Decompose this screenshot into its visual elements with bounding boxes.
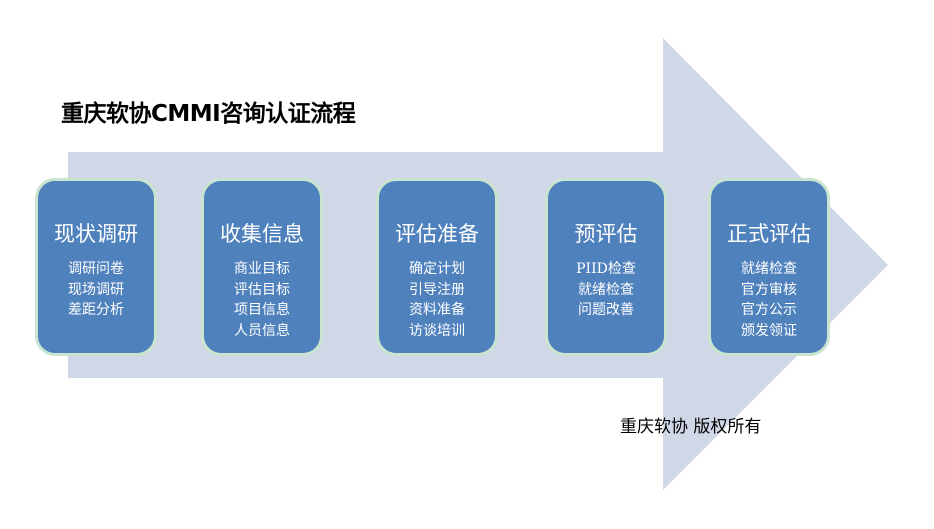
step-title: 预评估 [574,222,638,246]
step-box-5: 正式评估 就绪检查 官方审核 官方公示 颁发领证 [708,178,830,356]
step-box-4: 预评估 PIID检查 就绪检查 问题改善 [545,178,667,356]
page-title: 重庆软协CMMI咨询认证流程 [61,101,356,127]
step-item: PIID检查 [576,261,636,277]
step-item: 商业目标 [234,261,290,277]
step-item: 官方公示 [741,302,797,318]
step-item: 访谈培训 [409,322,465,339]
step-item: 官方审核 [741,281,797,298]
step-title: 收集信息 [220,222,304,246]
step-item: 项目信息 [234,302,290,318]
step-item: 问题改善 [578,302,634,318]
step-item: 资料准备 [409,302,465,318]
step-item: 调研问卷 [68,261,124,277]
step-item: 现场调研 [68,281,124,298]
step-item: 人员信息 [234,322,290,339]
step-item: 差距分析 [68,302,124,318]
step-box-3: 评估准备 确定计划 引导注册 资料准备 访谈培训 [376,178,498,356]
step-title: 评估准备 [395,222,479,246]
step-title: 正式评估 [727,222,811,246]
copyright-text: 重庆软协 版权所有 [620,417,762,437]
step-item: 引导注册 [409,281,465,298]
step-item: 评估目标 [234,281,290,298]
step-box-1: 现状调研 调研问卷 现场调研 差距分析 [35,178,157,356]
step-item: 确定计划 [409,261,465,277]
step-box-2: 收集信息 商业目标 评估目标 项目信息 人员信息 [201,178,323,356]
step-item: 就绪检查 [741,261,797,277]
step-item: 颁发领证 [741,322,797,339]
step-title: 现状调研 [54,222,138,246]
step-item: 就绪检查 [578,281,634,298]
